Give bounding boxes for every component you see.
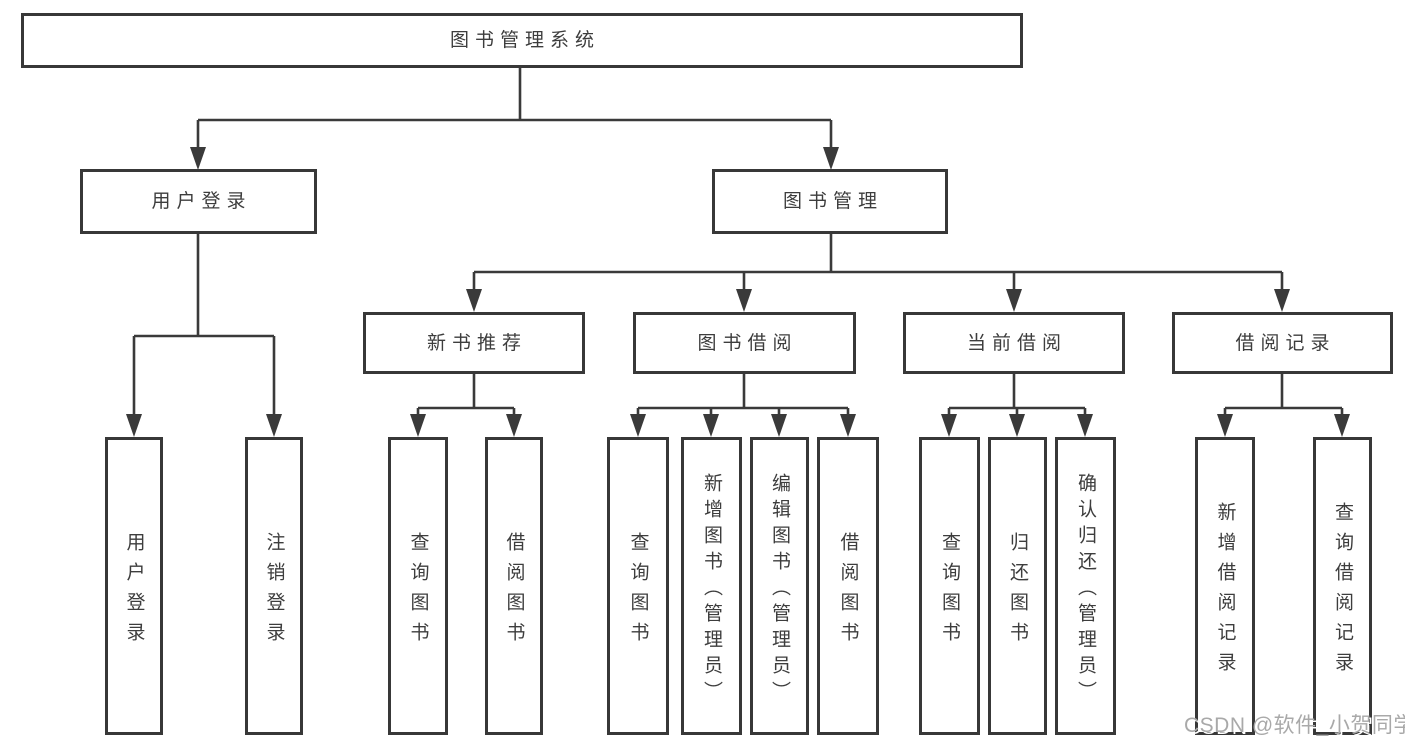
leaf-query-books-current: 查询图书: [919, 437, 980, 735]
leaf-add-book-admin-label: 新增图书（管理员）: [701, 472, 722, 707]
leaf-user-login-label: 用户登录: [123, 531, 145, 652]
leaf-borrow-books-recommend: 借阅图书: [485, 437, 543, 735]
node-user-login-group-label: 用户登录: [151, 191, 252, 212]
leaf-logout: 注销登录: [245, 437, 303, 735]
leaf-return-book: 归还图书: [988, 437, 1047, 735]
leaf-query-books-current-label: 查询图书: [939, 531, 960, 652]
leaf-borrow-books-borrowing: 借阅图书: [817, 437, 879, 735]
node-new-book-recommend-label: 新书推荐: [426, 332, 527, 354]
leaf-query-books-borrowing-label: 查询图书: [627, 531, 649, 652]
leaf-query-borrow-record: 查询借阅记录: [1313, 437, 1372, 735]
leaf-logout-label: 注销登录: [263, 531, 285, 652]
leaf-user-login: 用户登录: [105, 437, 163, 735]
leaf-add-borrow-record: 新增借阅记录: [1195, 437, 1255, 735]
node-new-book-recommend: 新书推荐: [363, 312, 585, 374]
leaf-confirm-return-admin-label: 确认归还（管理员）: [1075, 472, 1096, 707]
node-user-login-group: 用户登录: [80, 169, 317, 234]
leaf-return-book-label: 归还图书: [1007, 531, 1028, 652]
leaf-query-books-recommend: 查询图书: [388, 437, 448, 735]
leaf-query-borrow-record-label: 查询借阅记录: [1332, 501, 1353, 682]
node-current-borrowing-label: 当前借阅: [966, 332, 1067, 354]
node-borrowing-records: 借阅记录: [1172, 312, 1393, 374]
leaf-query-books-borrowing: 查询图书: [607, 437, 669, 735]
csdn-watermark: CSDN @软件_小贺同学: [1184, 714, 1405, 737]
node-root-label: 图书管理系统: [449, 30, 600, 51]
leaf-borrow-books-borrowing-label: 借阅图书: [837, 531, 859, 652]
node-book-management-group: 图书管理: [712, 169, 948, 234]
leaf-add-book-admin: 新增图书（管理员）: [681, 437, 742, 735]
leaf-edit-book-admin: 编辑图书（管理员）: [750, 437, 809, 735]
node-borrowing-records-label: 借阅记录: [1235, 332, 1336, 354]
node-book-borrowing: 图书借阅: [633, 312, 856, 374]
leaf-query-books-recommend-label: 查询图书: [407, 531, 429, 652]
leaf-confirm-return-admin: 确认归还（管理员）: [1055, 437, 1116, 735]
node-root: 图书管理系统: [21, 13, 1023, 68]
leaf-borrow-books-recommend-label: 借阅图书: [503, 531, 525, 652]
leaf-edit-book-admin-label: 编辑图书（管理员）: [769, 472, 790, 707]
leaf-add-borrow-record-label: 新增借阅记录: [1214, 501, 1236, 682]
node-book-borrowing-label: 图书借阅: [697, 332, 798, 354]
node-current-borrowing: 当前借阅: [903, 312, 1125, 374]
node-book-management-group-label: 图书管理: [782, 191, 883, 212]
